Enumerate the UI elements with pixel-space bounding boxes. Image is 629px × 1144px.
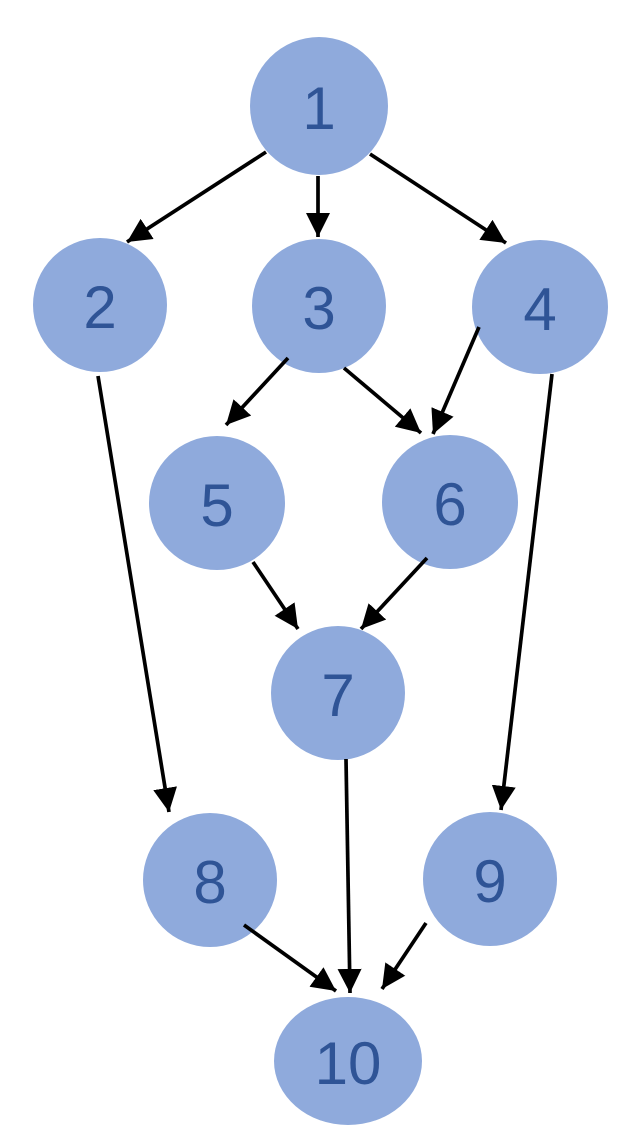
node-2-circle bbox=[33, 238, 167, 372]
node-3-circle bbox=[252, 239, 386, 373]
node-4: 4 bbox=[472, 240, 608, 374]
node-4-label: 4 bbox=[523, 276, 556, 343]
node-10-label: 10 bbox=[315, 1030, 382, 1097]
edge-7-10 bbox=[337, 758, 362, 994]
edges-layer bbox=[96, 150, 554, 994]
node-6: 6 bbox=[382, 435, 518, 569]
node-9-label: 9 bbox=[473, 848, 506, 915]
node-3-label: 3 bbox=[302, 275, 335, 342]
node-5-label: 5 bbox=[200, 472, 233, 539]
node-1-circle bbox=[250, 37, 388, 175]
edge-1-2 bbox=[125, 150, 268, 244]
edge-3-6 bbox=[342, 366, 423, 435]
node-5-circle bbox=[149, 436, 285, 570]
node-1: 1 bbox=[250, 37, 388, 175]
edge-3-5 bbox=[224, 356, 290, 427]
node-10-circle bbox=[274, 997, 422, 1125]
node-7-label: 7 bbox=[321, 662, 354, 729]
edge-9-10 bbox=[380, 921, 428, 991]
node-2-label: 2 bbox=[83, 274, 116, 341]
nodes-layer: 1 2 3 4 5 6 7 8 9 10 bbox=[33, 37, 608, 1125]
node-8-label: 8 bbox=[193, 849, 226, 916]
node-8-circle bbox=[143, 813, 277, 947]
node-6-label: 6 bbox=[433, 471, 466, 538]
node-7: 7 bbox=[271, 626, 405, 760]
node-9: 9 bbox=[423, 812, 557, 946]
edge-1-4 bbox=[368, 152, 508, 245]
node-3: 3 bbox=[252, 239, 386, 373]
node-5: 5 bbox=[149, 436, 285, 570]
node-1-label: 1 bbox=[302, 75, 335, 142]
node-7-circle bbox=[271, 626, 405, 760]
node-8: 8 bbox=[143, 813, 277, 947]
node-4-circle bbox=[472, 240, 608, 374]
edge-8-10 bbox=[242, 923, 338, 993]
edge-6-7 bbox=[359, 556, 429, 631]
edge-4-9 bbox=[491, 373, 554, 811]
node-10: 10 bbox=[274, 997, 422, 1125]
node-9-circle bbox=[423, 812, 557, 946]
edge-5-7 bbox=[251, 560, 300, 631]
node-6-circle bbox=[382, 435, 518, 569]
node-2: 2 bbox=[33, 238, 167, 372]
edge-2-8 bbox=[96, 375, 178, 813]
edge-4-6 bbox=[431, 326, 481, 435]
